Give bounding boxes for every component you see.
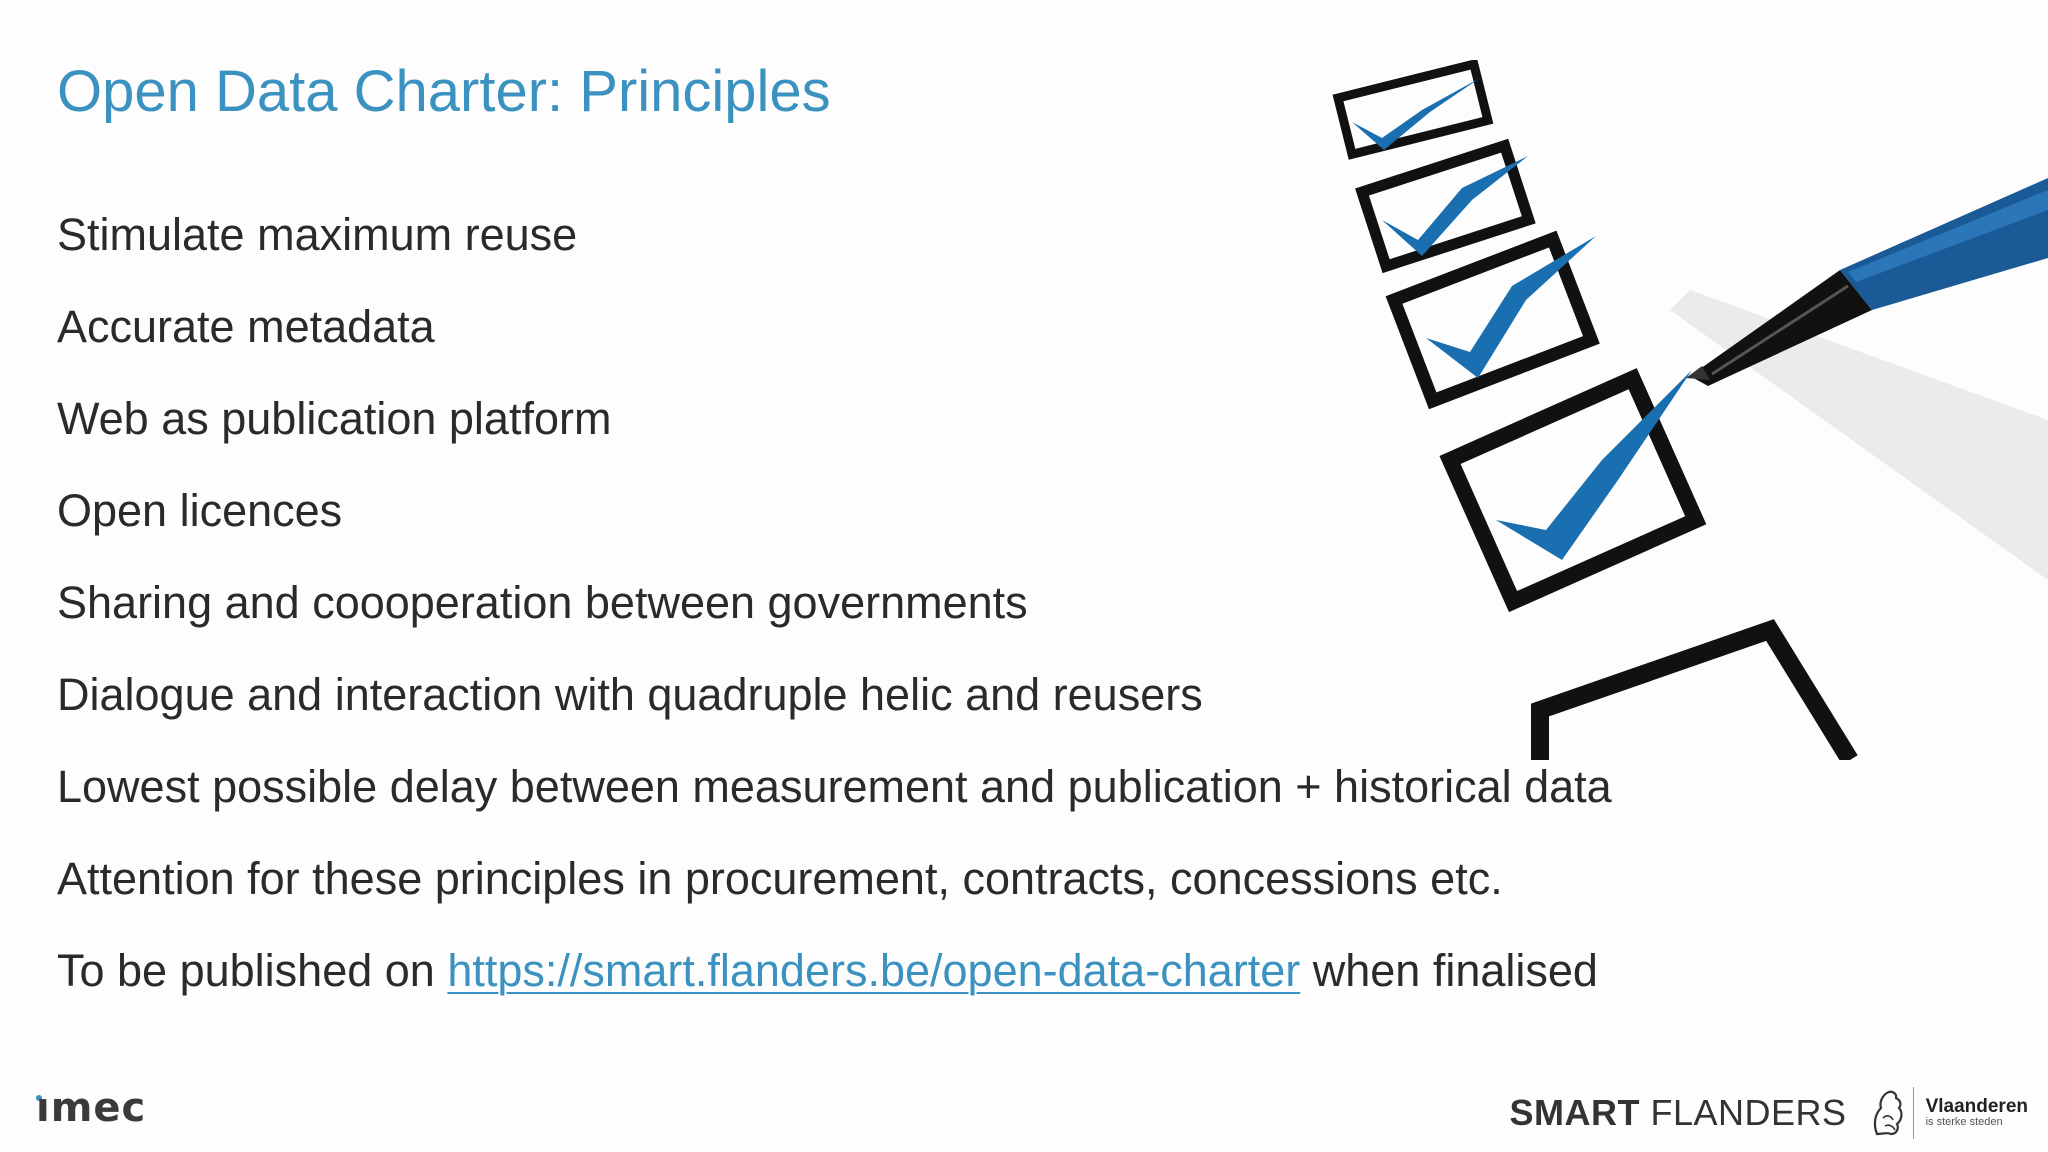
vlaanderen-tagline: is sterke steden [1925, 1116, 2003, 1129]
flemish-lion-icon [1873, 1090, 1903, 1136]
footer-divider [1912, 1087, 1914, 1139]
imec-logo-dot [36, 1095, 42, 1101]
list-item: Web as publication platform [57, 393, 612, 444]
smart-label: SMART [1509, 1092, 1640, 1133]
list-item: Attention for these principles in procur… [57, 853, 1503, 904]
imec-logo: ımec [36, 1085, 147, 1131]
checkmark-3 [1426, 236, 1596, 378]
list-item: Dialogue and interaction with quadruple … [57, 669, 1203, 720]
smart-flanders-logo: SMART FLANDERS [1510, 1092, 1847, 1134]
checkbox-4 [1439, 368, 1707, 613]
open-data-charter-link[interactable]: https://smart.flanders.be/open-data-char… [447, 945, 1301, 996]
checkbox-2 [1355, 138, 1536, 274]
publication-prefix: To be published on [57, 945, 448, 996]
checklist-with-pen-icon [1332, 60, 2048, 760]
list-item-publication: To be published on https://smart.flander… [57, 936, 1612, 1028]
vlaanderen-name: Vlaanderen [1925, 1096, 2028, 1118]
flanders-label: FLANDERS [1650, 1092, 1847, 1133]
list-item: Lowest possible delay between measuremen… [57, 761, 1612, 812]
vlaanderen-logo: Vlaanderen is sterke steden [1926, 1097, 2028, 1128]
slide-title: Open Data Charter: Principles [57, 59, 831, 124]
list-item: Sharing and coooperation between governm… [57, 577, 1028, 628]
checkbox-5 [1531, 619, 1858, 760]
list-item: Open licences [57, 485, 343, 536]
checkmark-1 [1352, 78, 1480, 150]
checkmark-2 [1382, 156, 1528, 256]
checkbox-1 [1332, 60, 1494, 160]
list-item: Accurate metadata [57, 301, 435, 352]
checkbox-3 [1385, 230, 1600, 410]
publication-suffix: when finalised [1300, 945, 1598, 996]
footer-logos: SMART FLANDERS Vlaanderen is sterke sted… [1510, 1083, 2028, 1143]
pen-icon [1686, 178, 2048, 386]
list-item: Stimulate maximum reuse [57, 209, 578, 260]
principles-list: Stimulate maximum reuse Accurate metadat… [57, 200, 1612, 1028]
